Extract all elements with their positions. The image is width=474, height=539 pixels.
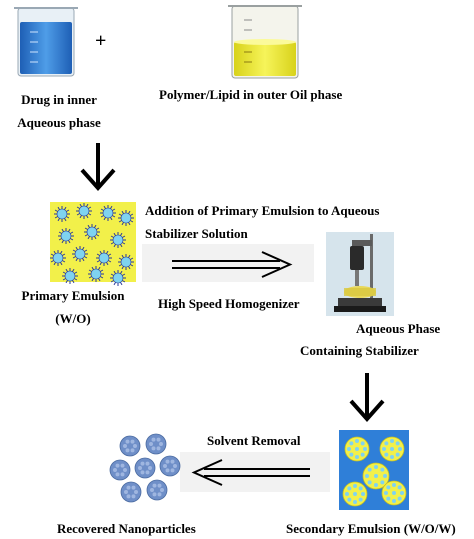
solvent-label: Solvent Removal	[207, 433, 301, 448]
homogenizer-label: High Speed Homogenizer	[158, 296, 300, 311]
down-arrow-2	[349, 373, 385, 423]
nanoparticle	[120, 481, 142, 503]
primary-droplet	[110, 270, 126, 286]
aqueous-label-line2: Containing Stabilizer	[300, 343, 419, 358]
primary-droplet	[62, 268, 78, 284]
beaker-blue-icon	[14, 7, 78, 77]
primary-droplet	[118, 210, 134, 226]
recovered-label: Recovered Nanoparticles	[57, 521, 196, 536]
right-arrow	[172, 251, 293, 278]
nanoparticle	[119, 435, 141, 457]
primary-droplet	[50, 250, 66, 266]
nanoparticle	[134, 457, 156, 479]
secondary-droplet	[379, 436, 405, 462]
primary-droplet	[84, 224, 100, 240]
down-arrow-1	[80, 143, 116, 192]
homogenizer-icon	[326, 232, 394, 316]
left-arrow-band	[180, 452, 330, 492]
nanoparticle	[109, 459, 131, 481]
polymer-label: Polymer/Lipid in outer Oil phase	[159, 87, 343, 102]
primary-droplet	[58, 228, 74, 244]
secondary-droplet	[381, 480, 407, 506]
plus-sign: +	[95, 30, 107, 52]
primary-label-line2: (W/O)	[55, 311, 91, 326]
drug-label-line2: Aqueous phase	[17, 115, 101, 130]
addition-label-line2: Stabilizer Solution	[145, 226, 248, 241]
left-arrow	[191, 459, 310, 486]
primary-droplet	[76, 203, 92, 219]
aqueous-label-line1: Aqueous Phase	[356, 321, 441, 336]
secondary-emulsion-square	[339, 430, 409, 510]
primary-droplet	[54, 206, 70, 222]
secondary-droplet	[362, 462, 390, 490]
secondary-droplet	[342, 481, 368, 507]
primary-droplet	[96, 250, 112, 266]
nanoparticle	[146, 479, 168, 501]
secondary-droplet	[344, 436, 370, 462]
primary-droplet	[100, 205, 116, 221]
primary-droplet	[110, 232, 126, 248]
drug-label-line1: Drug in inner	[21, 92, 97, 107]
primary-droplet	[118, 254, 134, 270]
primary-droplet	[88, 266, 104, 282]
nanoparticle	[159, 455, 181, 477]
beaker-yellow-icon	[228, 5, 302, 79]
recovered-nanoparticles	[109, 433, 181, 503]
primary-label-line1: Primary Emulsion	[21, 288, 125, 303]
primary-droplet	[72, 246, 88, 262]
addition-label-line1: Addition of Primary Emulsion to Aqueous	[145, 203, 380, 218]
secondary-label: Secondary Emulsion (W/O/W)	[286, 521, 456, 536]
primary-emulsion-square	[50, 202, 136, 286]
nanoparticle	[145, 433, 167, 455]
